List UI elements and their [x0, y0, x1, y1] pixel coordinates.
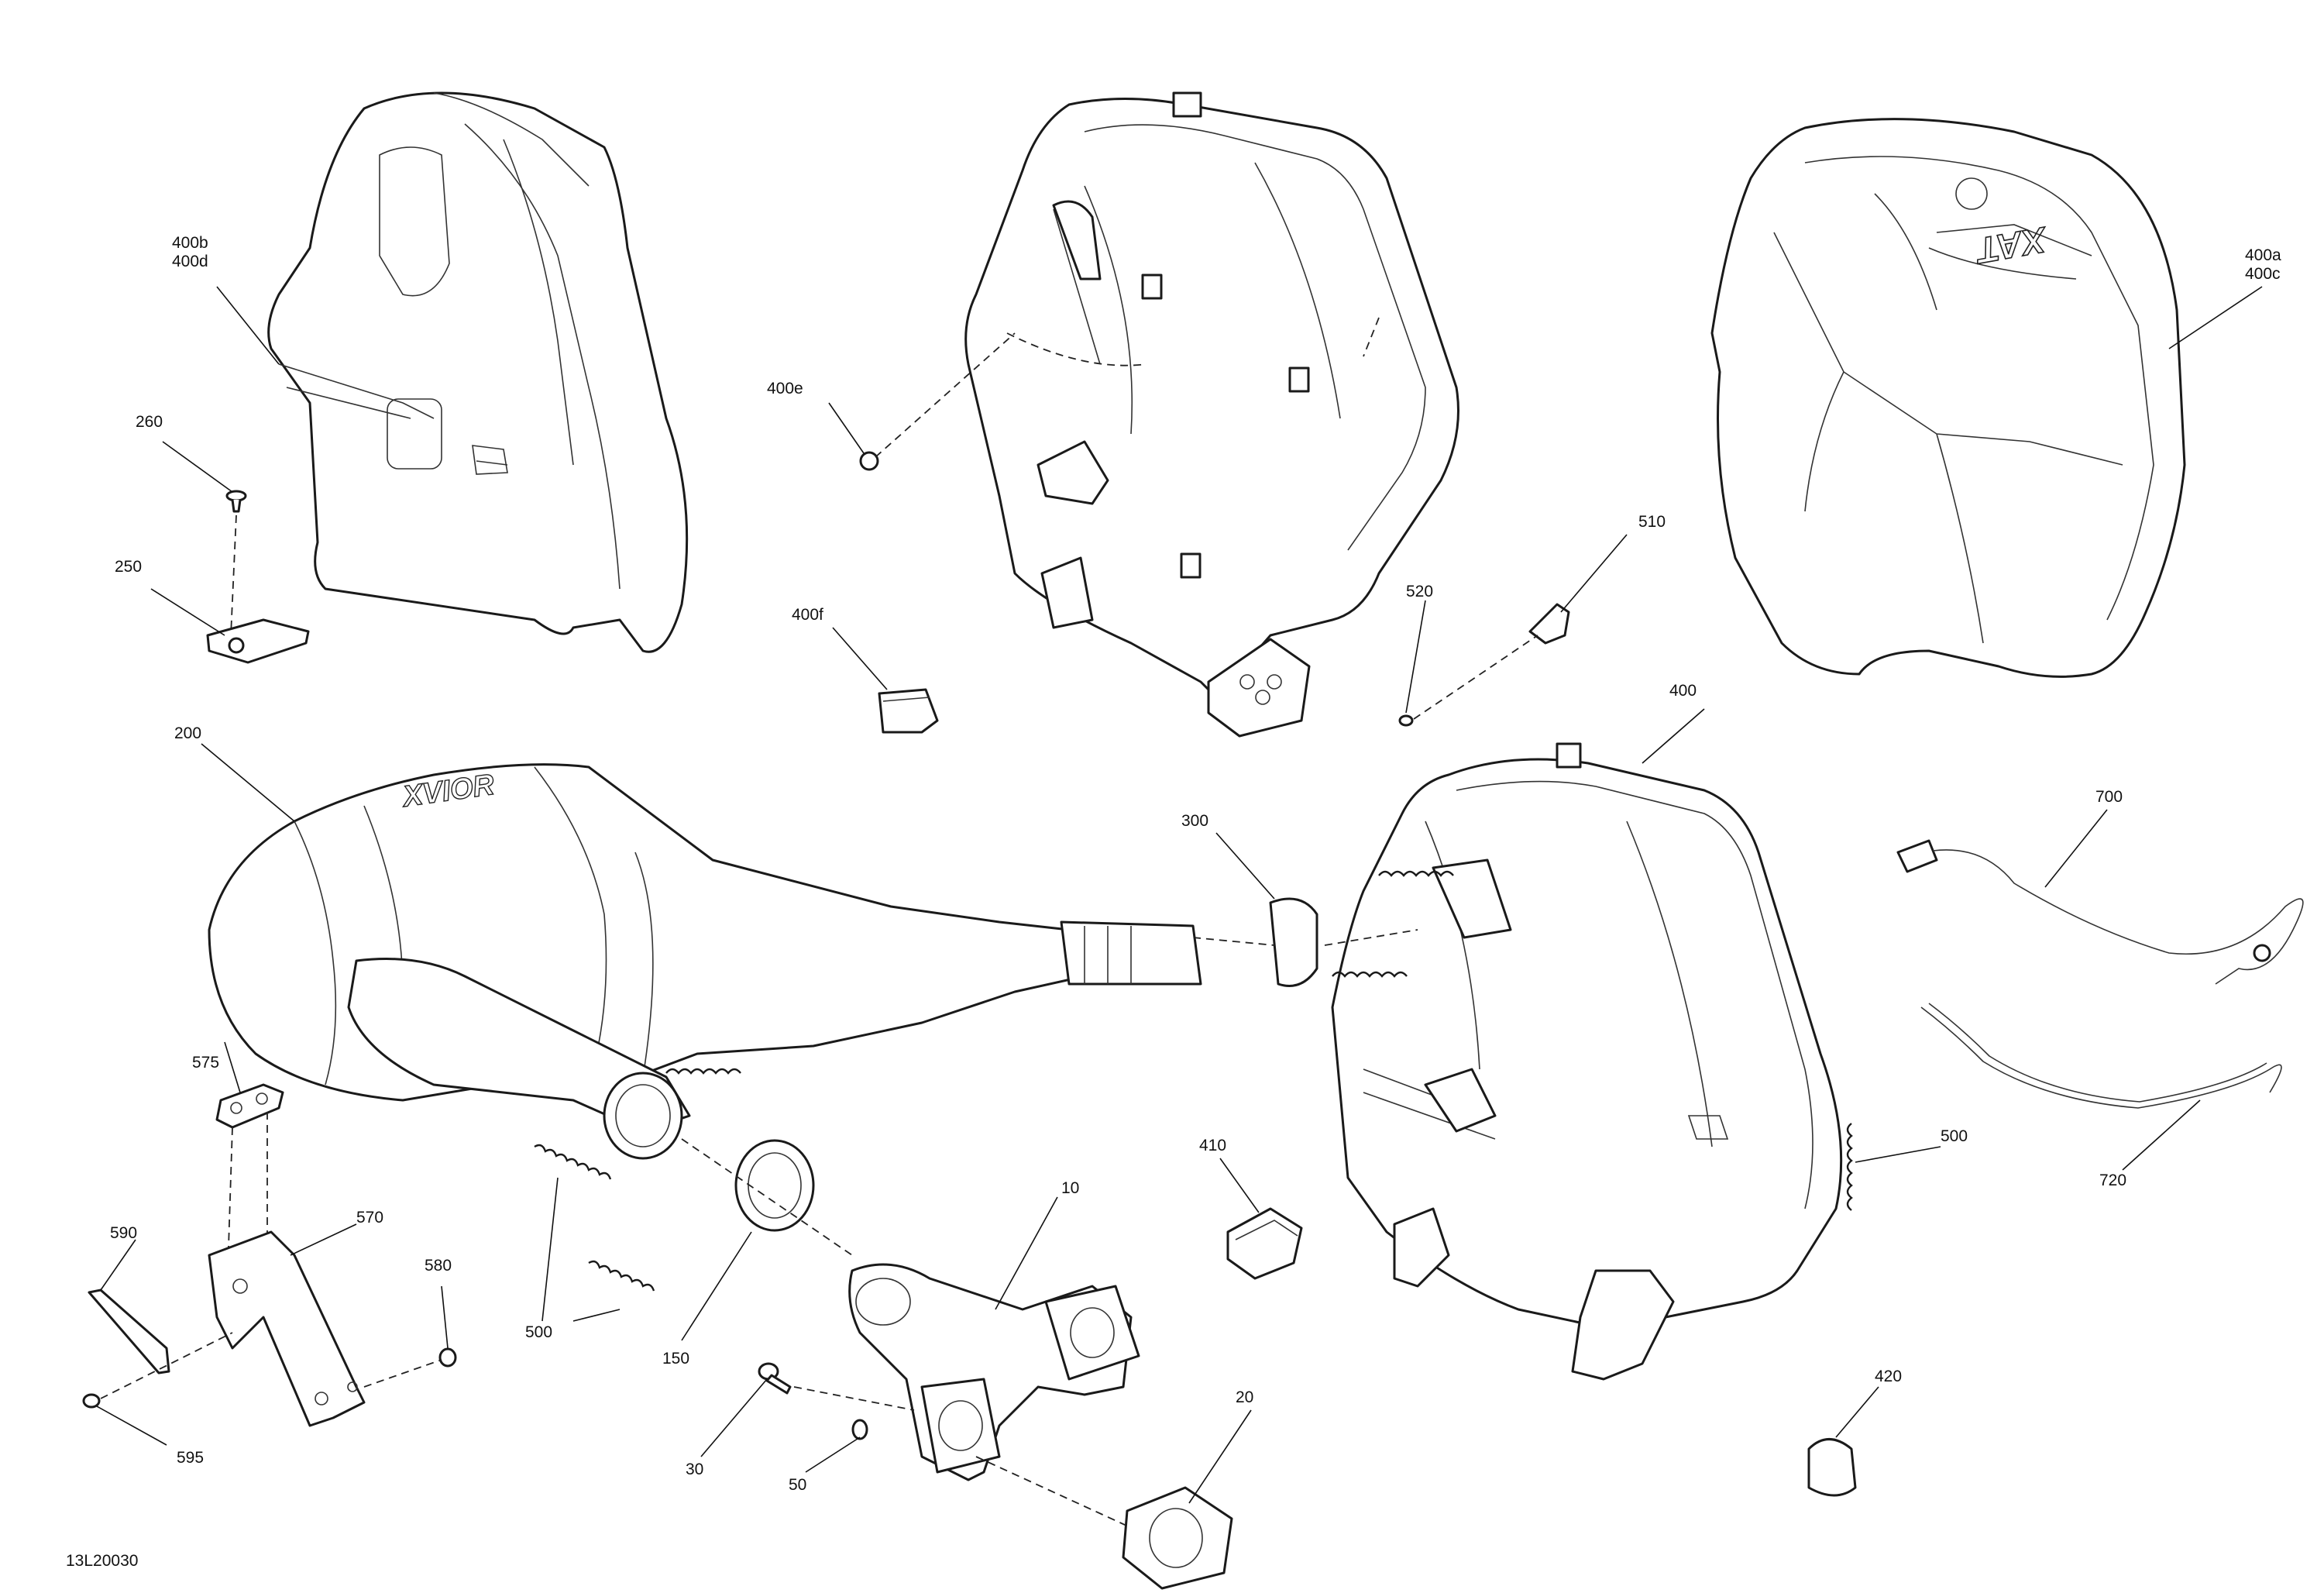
callout-200: 200 [174, 724, 202, 742]
axis-line-300-b [1324, 929, 1418, 946]
spacer-plate-575 [215, 1083, 284, 1129]
cap-420 [1807, 1438, 1857, 1497]
spring-500-left-lower [588, 1260, 655, 1292]
axis-line-595 [100, 1332, 233, 1399]
callout-580: 580 [425, 1257, 452, 1275]
washer-50 [851, 1419, 868, 1440]
callout-500-right: 500 [1941, 1127, 1968, 1145]
rivet-520 [1398, 714, 1414, 727]
callout-260: 260 [136, 413, 163, 431]
callout-570: 570 [356, 1209, 384, 1227]
callout-20: 20 [1236, 1388, 1254, 1406]
gasket-20 [1122, 1486, 1233, 1590]
callout-150: 150 [662, 1350, 690, 1368]
callout-300: 300 [1181, 812, 1209, 830]
tuned-pipe-200: XVIOR [208, 763, 1202, 1133]
spring-lower [1332, 971, 1408, 978]
callout-595: 595 [177, 1449, 205, 1467]
callout-400a-400c: 400a 400c [2245, 246, 2281, 283]
exhaust-manifold-10 [848, 1263, 1140, 1481]
bracket-570 [208, 1230, 366, 1427]
callout-400f: 400f [792, 606, 823, 624]
exhaust-inlet-ring [603, 1072, 683, 1160]
sensor-harness-700 [1896, 839, 2304, 985]
bumper-400f [878, 688, 939, 734]
callout-400b-400d: 400b 400d [172, 234, 208, 270]
axis-line-300 [1192, 937, 1275, 946]
heat-shield-400b-400d [267, 91, 689, 653]
bracket-510 [1528, 603, 1570, 645]
axis-line-260 [230, 514, 237, 636]
spring-500-right [1846, 1123, 1853, 1211]
axis-line-580 [363, 1359, 442, 1388]
callout-590: 590 [110, 1224, 138, 1242]
callout-250: 250 [115, 558, 143, 576]
axis-line-30 [793, 1386, 915, 1411]
heat-shield-back-view [964, 91, 1459, 738]
callout-700: 700 [2095, 788, 2123, 806]
nut-580 [438, 1347, 457, 1368]
muffler-400 [1331, 742, 1843, 1381]
drawing-reference-code: 13L20030 [66, 1552, 139, 1570]
seal-300 [1269, 897, 1318, 987]
callout-720: 720 [2099, 1172, 2127, 1189]
screw-260 [225, 490, 247, 513]
spring-upper [1378, 870, 1454, 877]
callout-420: 420 [1875, 1368, 1903, 1385]
axis-line-575a [228, 1127, 233, 1248]
callout-50: 50 [789, 1476, 807, 1494]
heat-shield-400a-400c: XAT [1710, 118, 2186, 678]
strap-590 [88, 1289, 170, 1375]
callout-410: 410 [1199, 1137, 1227, 1154]
grommet-400e [859, 451, 879, 471]
callout-520: 520 [1406, 583, 1434, 600]
leader-lines [96, 286, 2263, 1504]
callout-400e: 400e [767, 380, 803, 397]
bolt-30 [758, 1362, 792, 1395]
axis-line-150 [681, 1138, 853, 1256]
hose-720 [1920, 1003, 2282, 1109]
spring-500-left-upper [534, 1144, 612, 1180]
callout-10: 10 [1061, 1179, 1080, 1197]
callout-510: 510 [1638, 513, 1666, 531]
spring-pipe [665, 1068, 741, 1075]
callout-400: 400 [1669, 682, 1697, 700]
clip-nut-250 [206, 618, 310, 664]
sensor-410 [1226, 1207, 1303, 1280]
screw-595 [82, 1393, 101, 1409]
callout-30: 30 [686, 1461, 704, 1478]
callout-575: 575 [192, 1054, 220, 1072]
callout-500-left: 500 [525, 1323, 553, 1341]
axis-line-520 [1413, 635, 1538, 720]
axis-line-400e [875, 332, 1016, 458]
seal-ring-150 [734, 1139, 815, 1232]
